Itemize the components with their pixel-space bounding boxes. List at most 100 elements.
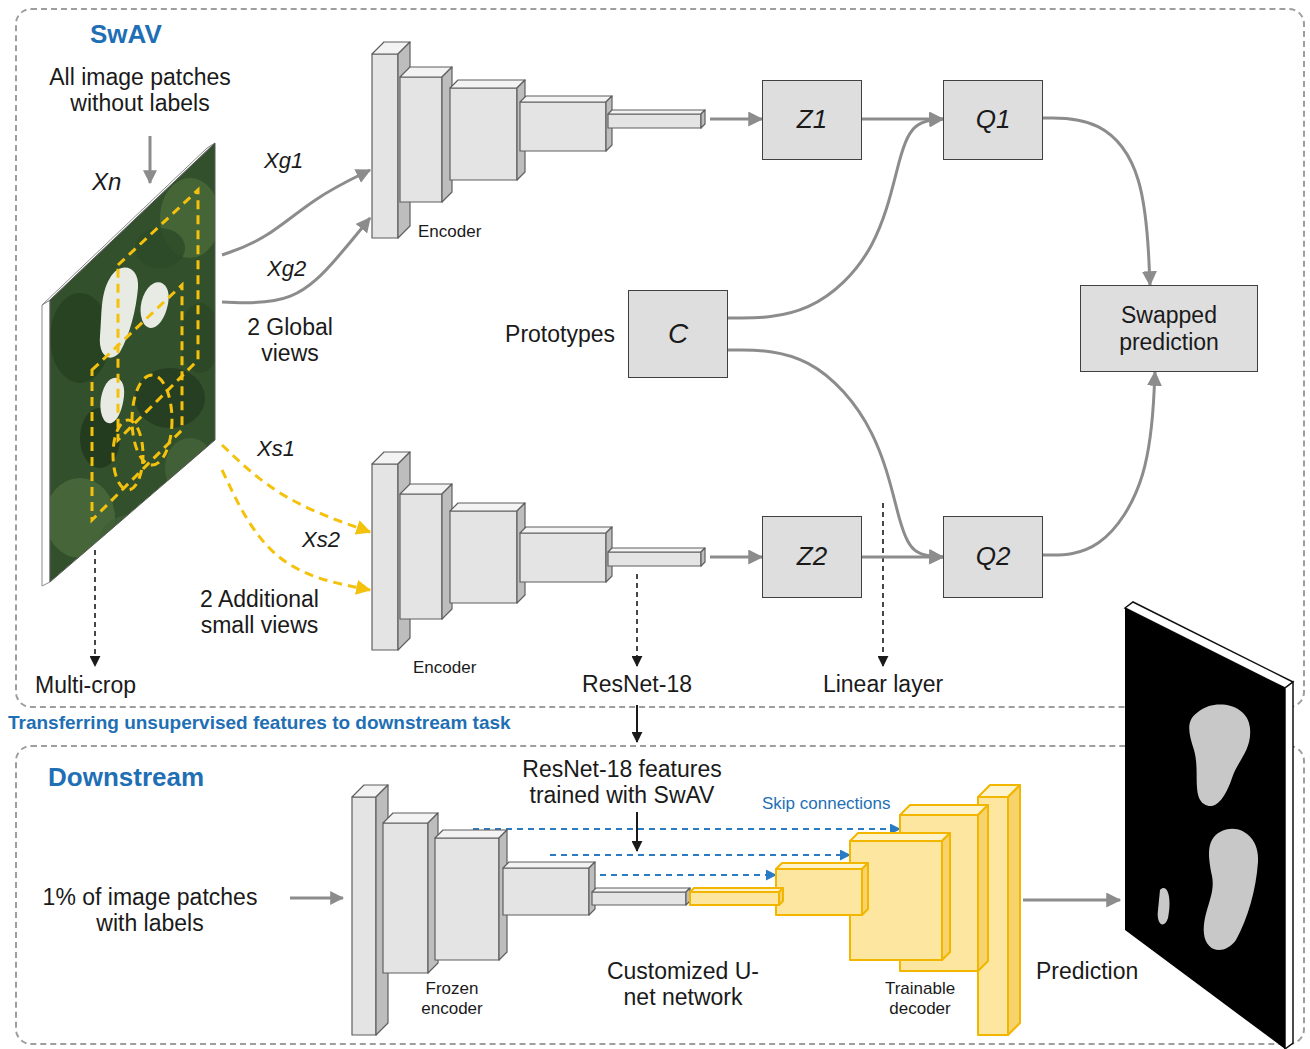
image-content xyxy=(45,143,220,582)
text-holder: Trainable decoder xyxy=(875,979,965,1018)
text-holder: All image patches without labels xyxy=(25,64,255,117)
block-front xyxy=(352,797,376,1035)
text-holder: Q2 xyxy=(944,517,1042,597)
crop-outline xyxy=(118,190,198,440)
layer-block xyxy=(850,833,950,960)
code-box: Q2 xyxy=(943,516,1043,598)
image-border xyxy=(50,143,215,582)
block-top xyxy=(435,830,507,838)
text-holder: ResNet-18 features trained with SwAV xyxy=(492,756,752,809)
connector xyxy=(1023,899,1120,902)
annotation: 1% of image patches with labels xyxy=(30,884,270,937)
image-edge xyxy=(42,300,50,586)
text-holder: Prototypes xyxy=(505,291,615,377)
layer-block xyxy=(450,80,525,180)
feature-box: Z2 xyxy=(762,516,862,598)
annotation: 2 Global views xyxy=(230,314,350,367)
encoder-network: Encoder xyxy=(370,40,710,245)
annotation: Multi-crop xyxy=(35,672,136,698)
box-label: Q2 xyxy=(976,542,1011,572)
vegetation-patch xyxy=(180,303,220,373)
block-side xyxy=(862,863,868,915)
text-holder: Linear layer xyxy=(808,671,958,697)
prototype-box: PrototypesC xyxy=(628,290,728,378)
panel-title: SwAV xyxy=(90,20,162,50)
edge-label: Xs2 xyxy=(300,527,342,552)
annotation: ResNet-18 xyxy=(567,671,707,697)
box-label: Swapped prediction xyxy=(1089,302,1249,355)
connector xyxy=(222,218,370,303)
network-drawing xyxy=(370,40,710,245)
text-holder: Xn xyxy=(92,168,121,196)
text-holder: Xg1 xyxy=(262,148,305,173)
layer-block xyxy=(776,863,868,915)
transfer-arrow xyxy=(636,705,638,742)
panel-title: Downstream xyxy=(48,763,204,793)
box-heading: Prototypes xyxy=(505,321,615,347)
vegetation-patch xyxy=(135,228,185,268)
layer-block xyxy=(520,96,612,151)
block-front xyxy=(776,869,862,915)
feature-box: Z1 xyxy=(762,80,862,160)
network-drawing xyxy=(370,450,710,682)
text-holder: Z2 xyxy=(763,517,861,597)
connector xyxy=(1043,372,1155,555)
text-holder: Xg2 xyxy=(265,256,308,281)
input-arrow xyxy=(149,136,152,183)
crop-outline xyxy=(92,285,182,520)
block-side xyxy=(779,888,783,905)
block-top xyxy=(592,888,690,892)
block-top xyxy=(850,833,950,841)
annotation: 2 Additional small views xyxy=(177,586,342,639)
leader-arrow xyxy=(882,503,884,666)
block-top xyxy=(776,863,868,869)
satellite-image xyxy=(40,138,222,590)
text-holder: Z1 xyxy=(763,81,861,159)
block-top xyxy=(608,110,705,114)
layer-block xyxy=(608,548,705,566)
block-top xyxy=(450,80,525,88)
text-holder: C xyxy=(629,291,727,377)
block-front xyxy=(383,823,428,973)
block-side xyxy=(1008,785,1020,1035)
connector xyxy=(710,118,762,121)
process-box: Swapped prediction xyxy=(1080,285,1258,372)
annotation: Skip connections xyxy=(762,794,891,814)
input-arrow xyxy=(290,897,343,900)
text-holder: 2 Additional small views xyxy=(177,586,342,639)
block-front xyxy=(690,892,779,905)
layer-block xyxy=(400,484,452,619)
layer-block xyxy=(383,813,438,973)
layer-block xyxy=(400,67,452,202)
text-holder: 2 Global views xyxy=(230,314,350,367)
mask-drawing xyxy=(1120,600,1300,1049)
prediction-mask: Prediction xyxy=(1120,600,1300,1049)
text-holder: Frozen encoder xyxy=(407,979,497,1018)
block-top xyxy=(503,862,595,868)
block-front xyxy=(592,892,686,905)
block-side xyxy=(942,833,950,960)
layer-block xyxy=(608,110,705,128)
network-label: Encoder xyxy=(413,658,476,678)
block-front xyxy=(520,533,606,582)
text-holder: Prediction xyxy=(1036,958,1138,984)
text-holder: Encoder xyxy=(418,222,481,242)
text-holder: Downstream xyxy=(48,763,204,793)
block-side xyxy=(978,805,988,971)
text-holder: Xs1 xyxy=(255,436,297,461)
block-front xyxy=(435,838,499,960)
mask-ground xyxy=(1125,608,1285,1049)
image-label: Xn xyxy=(92,168,121,196)
box-label: Q1 xyxy=(976,105,1011,135)
block-front xyxy=(520,102,606,151)
block-front xyxy=(450,88,517,180)
box-label: C xyxy=(668,318,688,350)
block-top xyxy=(450,503,525,511)
text-holder: Skip connections xyxy=(762,794,891,814)
edge-label: Xs1 xyxy=(255,436,297,461)
block-front xyxy=(450,511,517,603)
layer-block xyxy=(690,888,783,905)
block-side xyxy=(701,110,705,128)
bright-patch xyxy=(100,378,124,424)
leader-arrow xyxy=(94,550,96,666)
